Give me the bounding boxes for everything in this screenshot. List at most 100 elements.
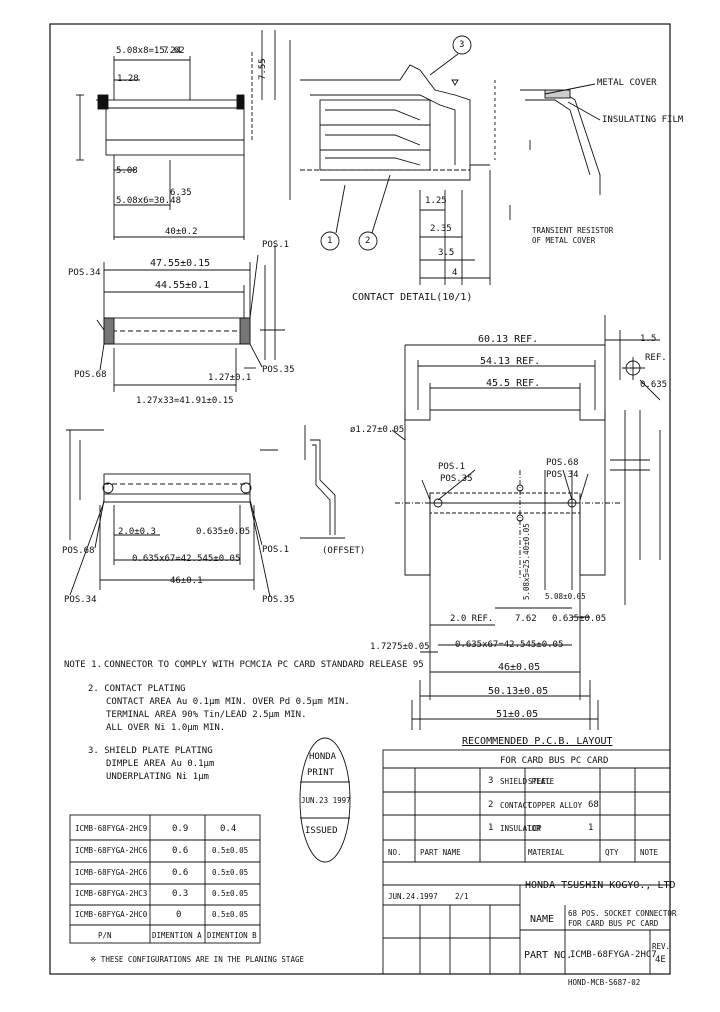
note-line-4: TERMINAL AREA 90% Tin/LEAD 2.5μm MIN.	[106, 710, 307, 720]
pn-header-a: DIMENTION A	[152, 931, 202, 940]
pn-row-3-a: 0.6	[172, 868, 189, 878]
dim-contact-1: 1.25	[425, 196, 447, 206]
dim-plan-2: 44.55±0.1	[155, 280, 210, 291]
stamp-line-4: ISSUED	[305, 826, 338, 836]
tb-doc-no: HOND-MCB-S687-02	[568, 978, 641, 987]
note-line-3: CONTACT AREA Au 0.1μm MIN. OVER Pd 0.5μm…	[106, 697, 350, 707]
pn-row-4-b: 0.5±0.05	[212, 889, 249, 898]
hdr-qty: QTY	[605, 848, 619, 857]
qty-68: 68	[588, 800, 599, 810]
part-2-no: 2	[488, 800, 494, 810]
note-title: NOTE 1.	[64, 660, 102, 670]
pn-row-3: ICMB-68FYGA-2HC6	[75, 868, 148, 877]
qty-1: 1	[588, 823, 594, 833]
dim-top-8: 7.55	[258, 58, 268, 80]
pos-pcb-35: POS.35	[440, 474, 473, 484]
pos-front-1: POS.1	[262, 545, 290, 555]
pcb-layout-view	[391, 315, 661, 730]
pn-footnote: ※ THESE CONFIGURATIONS ARE IN THE PLANIN…	[90, 955, 304, 964]
stamp-line-1: HONDA	[309, 752, 337, 762]
hdr-part-name: PART NAME	[420, 848, 461, 857]
tb-date: JUN.24.1997	[388, 892, 438, 901]
dim-pcb-7: 1.5	[640, 334, 657, 344]
stamp-line-2: PRINT	[307, 768, 335, 778]
pos-front-34: POS.34	[64, 595, 97, 605]
dim-pcb-11: 0.635x67=42.545±0.05	[455, 640, 564, 650]
pn-row-4-a: 0.3	[172, 889, 189, 899]
tb-name-1: 68 POS. SOCKET CONNECTOR	[568, 909, 677, 918]
dim-front-1: 2.0±0.3	[118, 527, 156, 537]
dim-top-2: 7.62	[163, 46, 185, 56]
offset-label: (OFFSET)	[322, 546, 366, 556]
top-view	[76, 30, 276, 240]
pos-plan-68: POS.68	[74, 370, 107, 380]
tb-partno-value: ICMB-68FYGA-2HC7	[570, 950, 657, 960]
pn-row-3-b: 0.5±0.05	[212, 868, 249, 877]
tb-partno-label: PART NO.	[524, 950, 573, 961]
layout-subtitle: FOR CARD BUS PC CARD	[500, 756, 609, 766]
dim-top-5: 5.08x6=30.48	[116, 196, 182, 206]
label-of-metal-cover: OF METAL COVER	[532, 236, 596, 245]
dim-contact-2: 2.35	[430, 224, 452, 234]
note-line-1: CONNECTOR TO COMPLY WITH PCMCIA PC CARD …	[104, 660, 424, 670]
dim-pcb-2: 54.13 REF.	[480, 356, 541, 367]
tb-name-2: FOR CARD BUS PC CARD	[568, 919, 659, 928]
title-block-grid	[382, 749, 671, 975]
dim-plan-1: 47.55±0.15	[150, 258, 211, 269]
hdr-material: MATERIAL	[528, 848, 565, 857]
part-3-mat: STEEL	[528, 777, 551, 786]
part-3-no: 3	[488, 776, 494, 786]
pn-row-5: ICMB-68FYGA-2HC0	[75, 910, 148, 919]
note-line-2: 2. CONTACT PLATING	[88, 684, 186, 694]
dim-pcb-15: 5.08±0.05	[545, 592, 586, 601]
layout-title: RECOMMENDED P.C.B. LAYOUT	[462, 736, 613, 747]
dim-plan-3: 1.27x33=41.91±0.15	[136, 396, 234, 406]
pos-plan-35: POS.35	[262, 365, 295, 375]
dim-pcb-4: 46±0.05	[498, 662, 541, 673]
dim-pcb-1: 60.13 REF.	[478, 334, 539, 345]
balloon-3: 3	[459, 40, 465, 50]
dim-pcb-16: 5.08x5=25.40±0.05	[522, 523, 531, 600]
pn-table-grid	[69, 814, 261, 944]
dim-top-7: 40±0.2	[165, 227, 198, 237]
pn-row-5-a: 0	[176, 910, 182, 920]
tb-scale: 2/1	[455, 892, 469, 901]
part-2-name: CONTACT	[500, 801, 532, 810]
plan-view	[96, 245, 285, 392]
tb-name-label: NAME	[530, 914, 555, 925]
pn-row-1-b: 0.4	[220, 824, 237, 834]
note-line-5: ALL OVER Ni 1.0μm MIN.	[106, 723, 226, 733]
part-1-no: 1	[488, 823, 494, 833]
pos-pcb-1: POS.1	[438, 462, 466, 472]
dim-front-4: 46±0.1	[170, 576, 203, 586]
dim-pcb-5: 50.13±0.05	[488, 686, 549, 697]
dim-pcb-10: 1.7275±0.05	[370, 642, 430, 652]
dim-pcb-12: 7.62	[515, 614, 537, 624]
dim-top-6: 6.35	[170, 188, 192, 198]
pn-header-b: DIMENTION B	[207, 931, 257, 940]
note-line-7: DIMPLE AREA Au 0.1μm	[106, 759, 215, 769]
tb-company: HONDA TSUSHIN KOGYO., LTD	[525, 880, 676, 891]
dim-pcb-17: ø1.27±0.05	[350, 425, 405, 435]
pn-row-2-b: 0.5±0.05	[212, 846, 249, 855]
pos-plan-1: POS.1	[262, 240, 290, 250]
dim-plan-4: 1.27±0.1	[208, 373, 252, 383]
pn-row-5-b: 0.5±0.05	[212, 910, 249, 919]
balloon-2: 2	[365, 236, 371, 246]
note-line-6: 3. SHIELD PLATE PLATING	[88, 746, 213, 756]
dim-front-2: 0.635±0.05	[196, 527, 251, 537]
pos-pcb-68: POS.68	[546, 458, 579, 468]
part-2-mat: COPPER ALLOY	[528, 801, 583, 810]
dim-top-4: 5.08	[116, 166, 138, 176]
label-metal-cover: METAL COVER	[597, 78, 657, 88]
pn-row-1: ICMB-68FYGA-2HC9	[75, 824, 148, 833]
dim-pcb-14: 0.635±0.05	[552, 614, 607, 624]
pos-front-35: POS.35	[262, 595, 295, 605]
tb-rev-value: 4E	[655, 955, 666, 965]
dim-contact-3: 3.5	[438, 248, 455, 258]
hdr-no: NO.	[388, 848, 402, 857]
part-3-name: SHIELD PLATE	[500, 777, 555, 786]
dim-front-3: 0.635x67=42.545±0.05	[132, 554, 241, 564]
label-transient: TRANSIENT RESISTOR	[532, 226, 614, 235]
